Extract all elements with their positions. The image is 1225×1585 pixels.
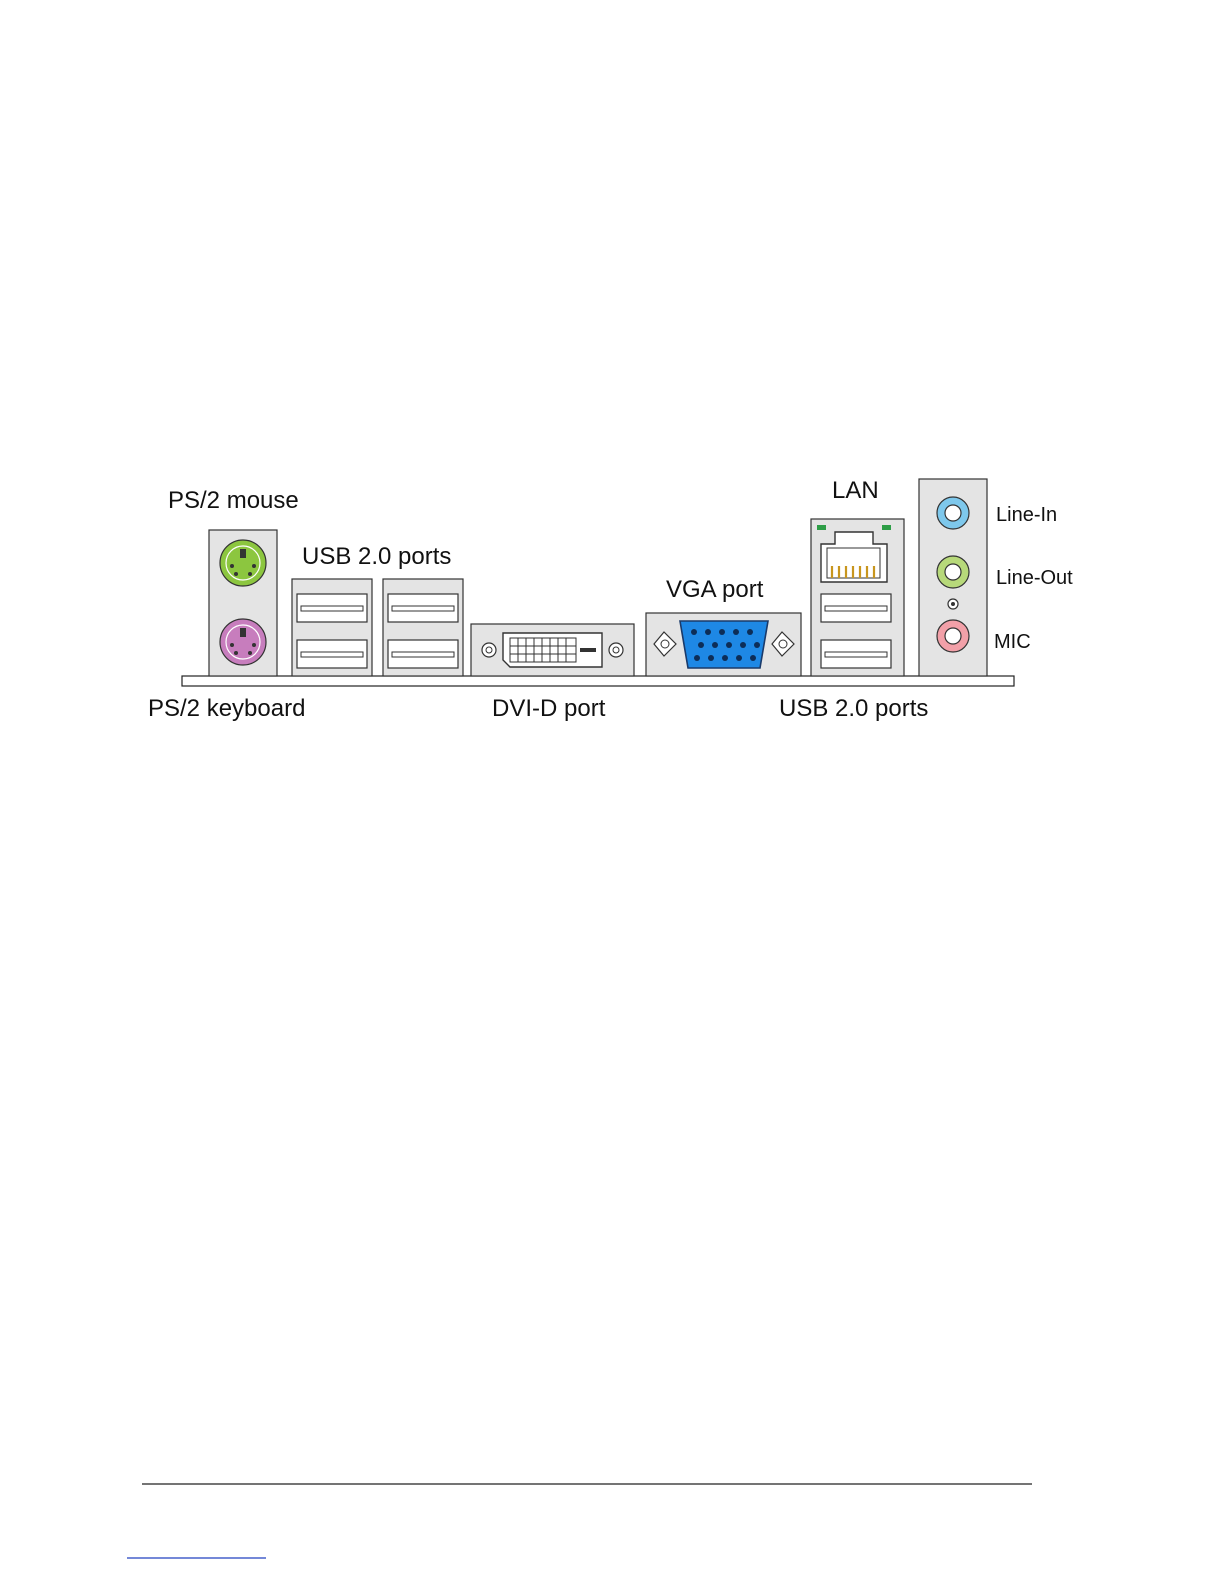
line-out-jack (937, 556, 969, 588)
usb-stack-2 (383, 579, 463, 676)
lan-label: LAN (832, 477, 879, 504)
line-in-jack (937, 497, 969, 529)
mic-jack (937, 620, 969, 652)
usb-ports-left-label: USB 2.0 ports (302, 543, 451, 570)
line-in-label: Line-In (996, 504, 1057, 526)
ps2-mouse-label: PS/2 mouse (168, 487, 299, 514)
io-base-plate (182, 676, 1014, 686)
vga-port (646, 613, 801, 676)
usb-ports-right-label: USB 2.0 ports (779, 695, 928, 722)
usb-port (388, 640, 458, 668)
usb-port (821, 640, 891, 668)
dvi-d-port-label: DVI-D port (492, 695, 606, 722)
lan-usb-stack (811, 519, 904, 676)
usb-port (388, 594, 458, 622)
ps2-mouse-port (220, 540, 266, 586)
usb-port (297, 640, 367, 668)
usb-stack-1 (292, 579, 372, 676)
usb-port (297, 594, 367, 622)
ps2-block (209, 530, 277, 676)
ps2-keyboard-label: PS/2 keyboard (148, 695, 305, 722)
mic-label: MIC (994, 631, 1031, 653)
ps2-keyboard-port (220, 619, 266, 665)
dvi-d-port (471, 624, 634, 676)
audio-block (919, 479, 987, 676)
usb-port (821, 594, 891, 622)
vga-port-label: VGA port (666, 576, 764, 603)
line-out-label: Line-Out (996, 567, 1073, 589)
